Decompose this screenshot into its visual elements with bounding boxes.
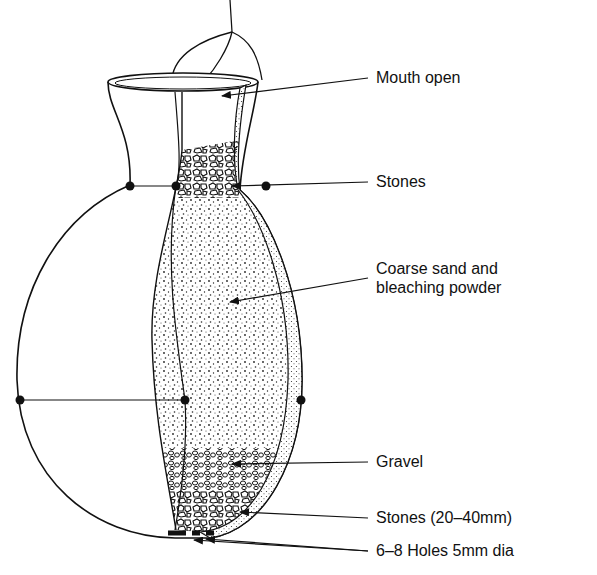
part-label: Mouth open xyxy=(376,68,461,87)
part-label: Stones xyxy=(376,172,426,191)
dimension-label: 6–8 Holes 5mm dia xyxy=(376,541,514,560)
part-label: Gravel xyxy=(376,452,423,471)
part-label: Stones (20–40mm) xyxy=(376,508,512,527)
part-label: Coarse sand and bleaching powder xyxy=(376,259,536,297)
